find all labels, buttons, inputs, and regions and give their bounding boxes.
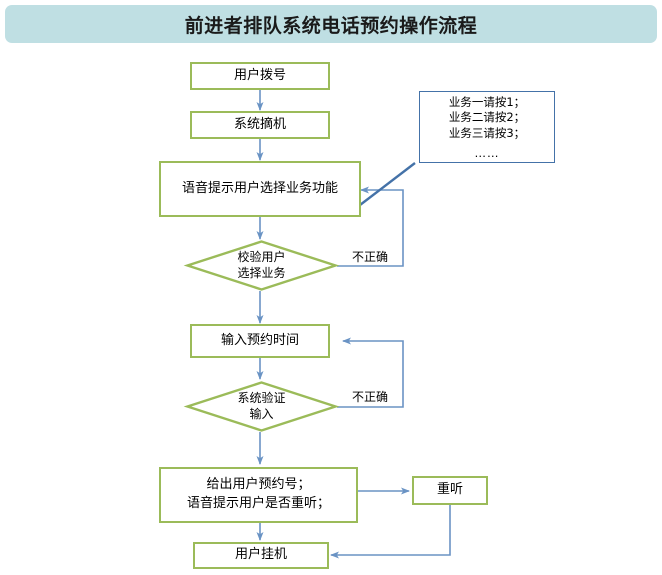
node-system-offhook[interactable]: 系统摘机 [190,111,330,139]
note-line-1: 业务一请按1； [448,94,526,109]
edge-label-incorrect-service-text: 不正确 [352,250,389,264]
note-line-2: 业务二请按2； [448,110,526,125]
node-give-number-label: 给出用户预约号； 语音提示用户是否重听； [186,477,330,511]
node-replay[interactable]: 重听 [412,476,488,505]
page-title: 前进者排队系统电话预约操作流程 [184,14,478,37]
node-voice-prompt-label: 语音提示用户选择业务功能 [181,180,338,196]
node-user-dial-label: 用户拨号 [233,67,286,83]
node-verify-service[interactable]: 校验用户 选择业务 [183,240,340,291]
edge-label-incorrect-service: 不正确 [352,248,388,265]
node-user-dial[interactable]: 用户拨号 [190,62,330,90]
node-hangup-label: 用户挂机 [234,547,287,563]
node-replay-label: 重听 [436,482,463,498]
edge-note-leader [359,162,416,206]
title-banner: 前进者排队系统电话预约操作流程 [5,5,657,43]
note-service-options[interactable]: 业务一请按1； 业务二请按2； 业务三请按3； …… [419,91,555,163]
node-input-time-label: 输入预约时间 [220,332,299,348]
note-line-ellipsis: …… [474,145,500,160]
node-give-number[interactable]: 给出用户预约号； 语音提示用户是否重听； [159,467,358,523]
edge-label-incorrect-input-text: 不正确 [352,390,389,404]
note-line-3: 业务三请按3； [448,126,526,140]
node-verify-input[interactable]: 系统验证 输入 [183,381,340,432]
node-input-time[interactable]: 输入预约时间 [190,324,330,358]
node-system-offhook-label: 系统摘机 [233,116,286,132]
node-voice-prompt[interactable]: 语音提示用户选择业务功能 [159,161,361,217]
node-hangup[interactable]: 用户挂机 [193,542,329,569]
edge-label-incorrect-input: 不正确 [352,388,388,405]
